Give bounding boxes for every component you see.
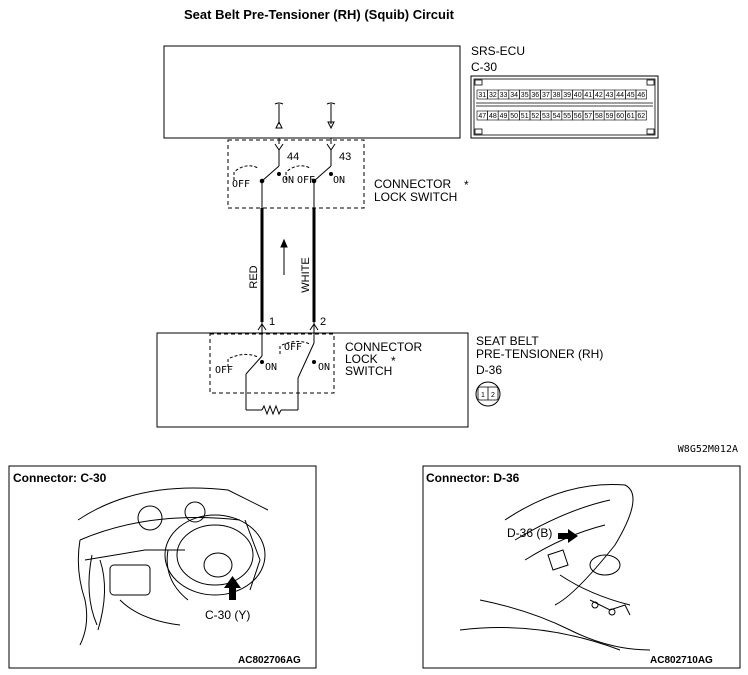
- ecu-pin-number: 44: [616, 92, 624, 99]
- lower-switch-lines: [227, 322, 319, 416]
- ecu-pin-number: 34: [510, 92, 518, 99]
- ecu-pin-number: 39: [563, 92, 571, 99]
- lower-left-off-label: OFF: [215, 365, 233, 376]
- ecu-pin-number: 58: [595, 113, 603, 120]
- pretensioner-connector-face: 1 2: [475, 381, 501, 407]
- ecu-pin-number: 43: [606, 92, 614, 99]
- pin-2-label: 2: [320, 316, 326, 328]
- lower-lock-switch-label-1: CONNECTOR: [345, 340, 422, 354]
- upper-lock-switch-asterisk: *: [464, 178, 469, 192]
- ecu-pin-number: 54: [553, 113, 561, 120]
- panel-d36: [422, 465, 741, 669]
- ecu-pin-number: 32: [489, 92, 497, 99]
- pretensioner-connector-id: D-36: [476, 363, 502, 377]
- panel-c30-title: Connector: C-30: [13, 471, 107, 485]
- ecu-pin-number: 46: [637, 92, 645, 99]
- ecu-pin-number: 53: [542, 113, 550, 120]
- upper-lock-switch-box: [227, 139, 365, 209]
- ecu-pin-number: 47: [478, 113, 486, 120]
- ecu-pin-cell: [635, 89, 647, 100]
- ecu-pin-number: 35: [521, 92, 529, 99]
- upper-left-on-label: ON: [282, 175, 294, 186]
- pretensioner-box: [156, 332, 469, 428]
- lower-right-off-label: OFF: [284, 342, 302, 353]
- ecu-pin-number: 49: [500, 113, 508, 120]
- upper-switch-lines: [233, 138, 336, 210]
- ecu-pin-number: 50: [510, 113, 518, 120]
- ecu-pin-number: 33: [500, 92, 508, 99]
- panel-c30: [8, 465, 317, 669]
- ecu-pin-number: 36: [531, 92, 539, 99]
- upper-lock-switch-label-2: LOCK SWITCH: [374, 190, 457, 204]
- red-wire-label: RED: [248, 265, 260, 288]
- white-wire-label: WHITE: [300, 257, 312, 292]
- ecu-pin-number: 48: [489, 113, 497, 120]
- pin-1-label: 1: [269, 316, 275, 328]
- d36-location-arrow-icon: [558, 529, 578, 543]
- ecu-pin-number: 60: [616, 113, 624, 120]
- upper-right-on-label: ON: [333, 175, 345, 186]
- ecu-pin-number: 40: [574, 92, 582, 99]
- c30-location-arrow-icon: [224, 576, 241, 600]
- seat-trim-illustration: [459, 483, 651, 651]
- lower-lock-switch-label-3: SWITCH: [345, 364, 392, 378]
- srs-ecu-box: [163, 45, 461, 139]
- diagram-code: W8G52M012A: [678, 444, 738, 455]
- pin-44-label: 44: [287, 151, 299, 163]
- diagram-title: Seat Belt Pre-Tensioner (RH) (Squib) Cir…: [184, 7, 455, 22]
- ecu-pin-number: 55: [563, 113, 571, 120]
- pretensioner-pin-1: 1: [481, 392, 485, 399]
- ecu-pin-number: 52: [531, 113, 539, 120]
- panel-d36-callout: D-36 (B): [507, 526, 552, 540]
- upper-left-off-label: OFF: [232, 179, 250, 190]
- ecu-pin-number: 56: [574, 113, 582, 120]
- ecu-pin-number: 61: [627, 113, 635, 120]
- ecu-name: SRS-ECU: [471, 44, 525, 58]
- dashboard-illustration: [77, 487, 269, 646]
- ecu-pin-number: 45: [627, 92, 635, 99]
- ecu-pin-number: 41: [584, 92, 592, 99]
- lower-lock-switch-asterisk: *: [391, 354, 396, 368]
- pin-43-label: 43: [339, 151, 351, 163]
- ecu-pin-number: 37: [542, 92, 550, 99]
- ecu-internal-terminals: [274, 102, 336, 130]
- pretensioner-label-2: PRE-TENSIONER (RH): [476, 347, 603, 361]
- pretensioner-pin-2: 2: [491, 392, 495, 399]
- panel-c30-code: AC802706AG: [238, 655, 301, 666]
- current-flow-arrow-icon: [280, 238, 288, 275]
- lower-lock-switch-box: [209, 333, 335, 394]
- pretensioner-label-1: SEAT BELT: [476, 334, 539, 348]
- ecu-connector-id: C-30: [471, 60, 497, 74]
- panel-c30-callout: C-30 (Y): [205, 608, 250, 622]
- panel-d36-code: AC802710AG: [650, 655, 713, 666]
- lower-left-on-label: ON: [265, 362, 277, 373]
- upper-lock-switch-label-1: CONNECTOR: [374, 177, 451, 191]
- ecu-pin-number: 38: [553, 92, 561, 99]
- lower-lock-switch-label-2: LOCK: [345, 352, 378, 366]
- lower-right-on-label: ON: [318, 362, 330, 373]
- ecu-pin-number: 59: [606, 113, 614, 120]
- ecu-pin-cell: [635, 110, 647, 121]
- ecu-pin-number: 31: [478, 92, 486, 99]
- ecu-pin-number: 62: [637, 113, 645, 120]
- panel-d36-title: Connector: D-36: [426, 471, 520, 485]
- upper-right-off-label: OFF: [297, 175, 315, 186]
- ecu-pin-number: 51: [521, 113, 529, 120]
- ecu-pin-number: 42: [595, 92, 603, 99]
- ecu-pin-number: 57: [584, 113, 592, 120]
